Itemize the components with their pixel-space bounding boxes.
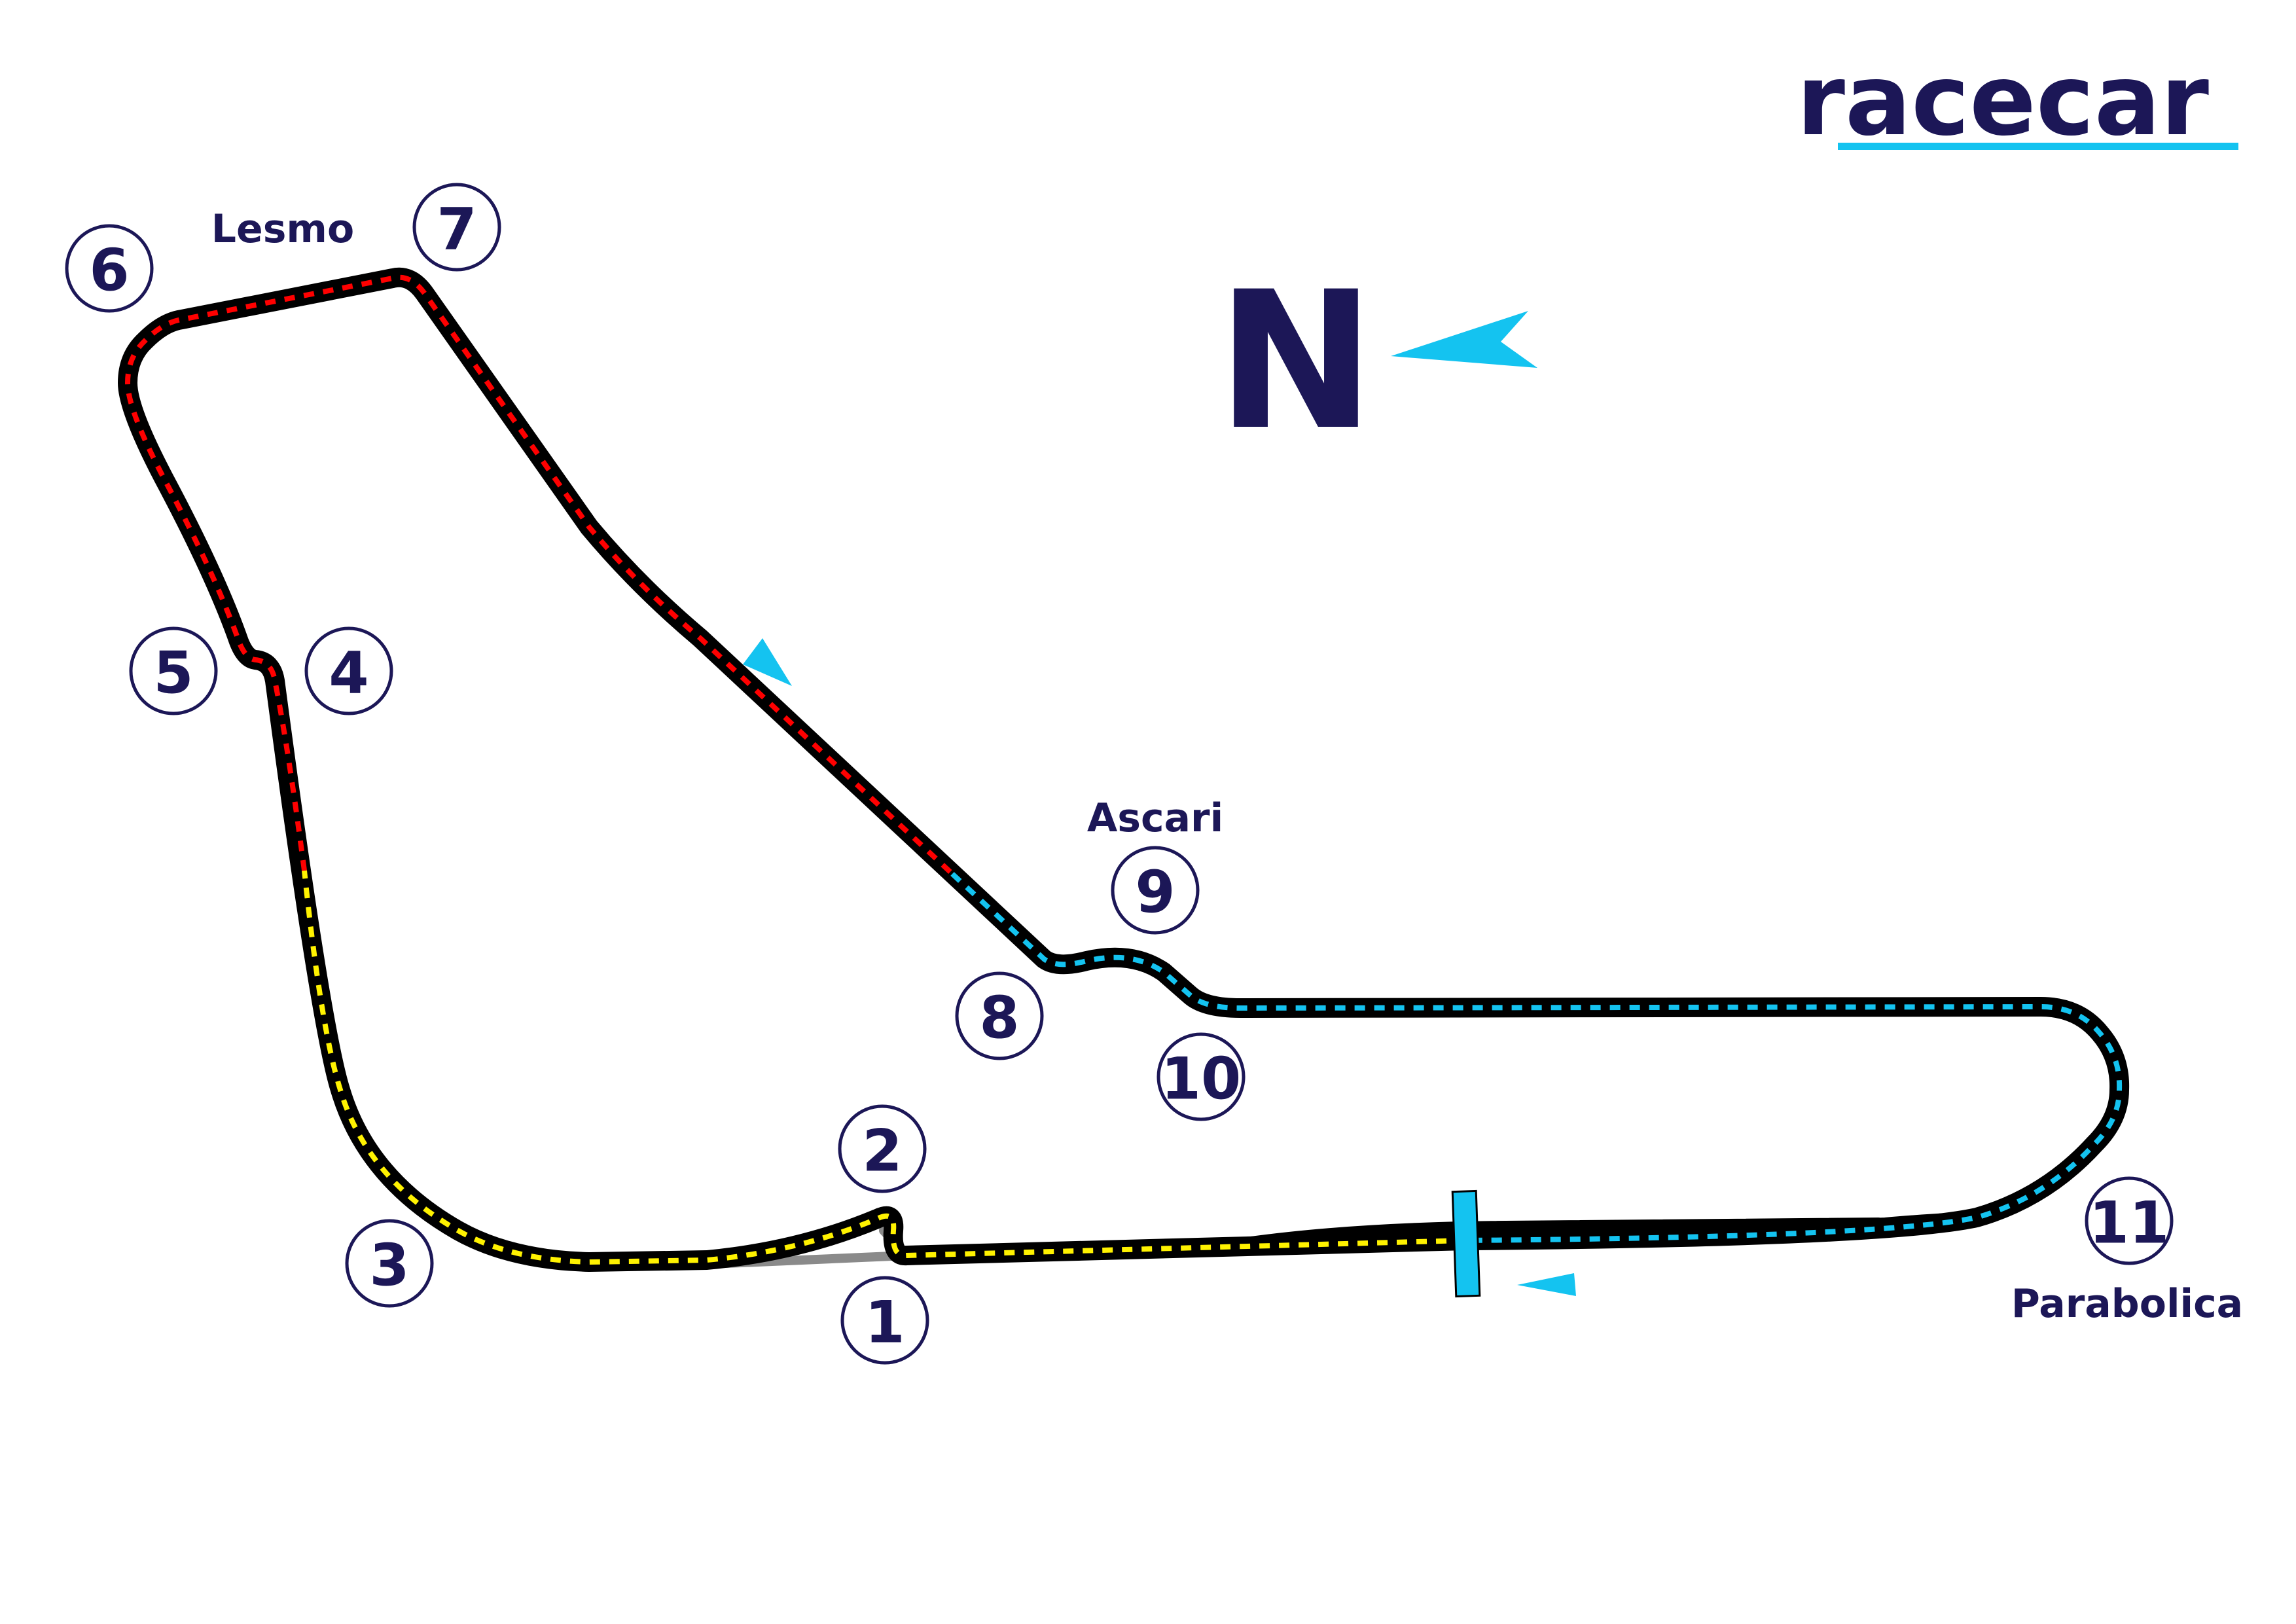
corner-name-parabolica: Parabolica [2011,1281,2243,1327]
compass: N [1217,251,1537,472]
north-arrow-icon [1391,311,1537,368]
turn-number: 7 [437,196,476,263]
turn-number: 11 [2089,1189,2169,1257]
direction-arrow-icon [1517,1273,1576,1296]
sector-1-line [302,870,1467,1265]
brand-underline [1838,143,2238,150]
start-finish-line-icon [1451,1189,1481,1298]
sector-3-line [950,872,2123,1243]
brand-logo: racecar [1797,44,2238,158]
sector-2-line [125,274,954,876]
turn-marker-3: 3 [345,1219,434,1308]
turn-number: 5 [153,640,193,707]
turn-number: 3 [369,1232,409,1299]
turn-number: 6 [89,237,129,304]
turn-marker-10: 10 [1157,1032,1246,1121]
turn-number: 4 [329,640,368,707]
brand-name: racecar [1797,44,2209,158]
track-outline [118,267,2130,1272]
turn-marker-4: 4 [304,626,393,715]
turn-number: 1 [865,1289,905,1356]
turn-number: 8 [979,984,1019,1052]
compass-label: N [1217,251,1376,472]
turn-marker-1: 1 [840,1276,929,1365]
turn-marker-5: 5 [129,626,218,715]
turn-number: 9 [1135,859,1175,926]
turn-marker-9: 9 [1111,846,1200,935]
direction-arrow-icon [743,638,792,686]
turn-number: 10 [1161,1045,1241,1113]
corner-name-lesmo: Lesmo [211,206,354,252]
turn-marker-7: 7 [412,183,501,272]
turn-marker-8: 8 [955,971,1044,1060]
turn-marker-6: 6 [65,224,154,313]
turn-marker-2: 2 [838,1104,927,1193]
corner-name-ascari: Ascari [1087,795,1223,841]
turn-number: 2 [862,1117,902,1185]
turn-marker-11: 11 [2085,1176,2174,1265]
